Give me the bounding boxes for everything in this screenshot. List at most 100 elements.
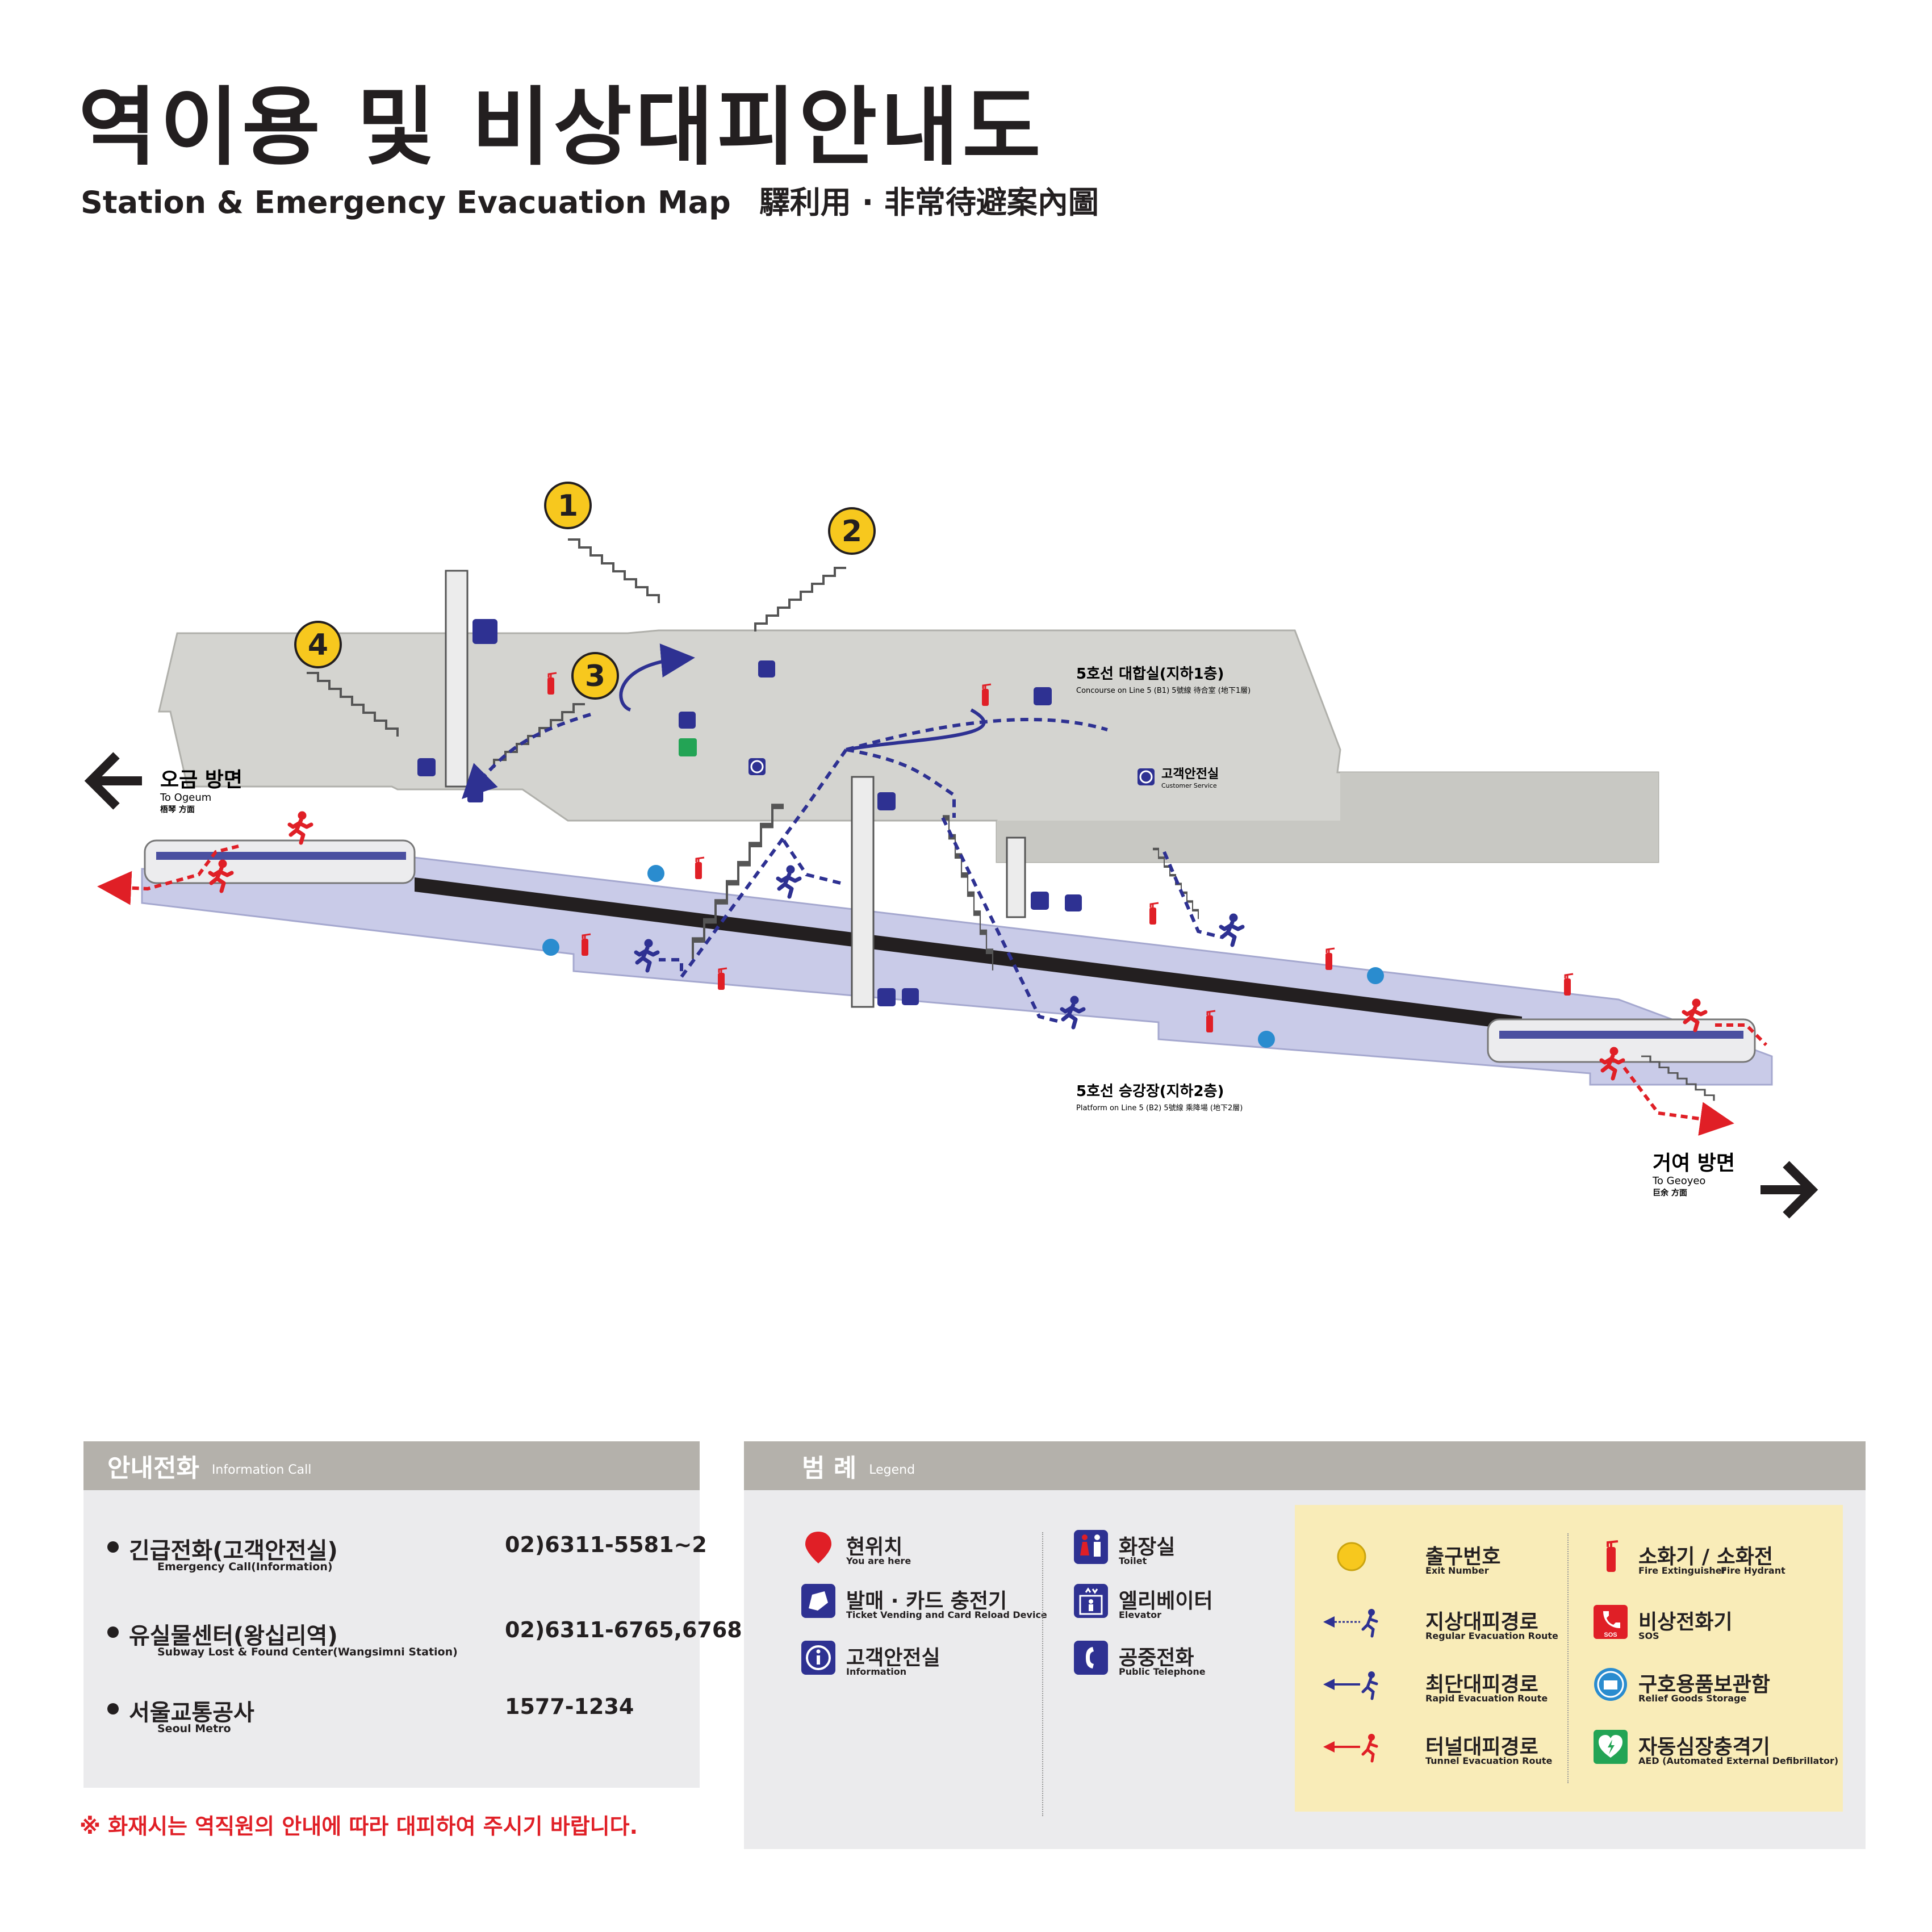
legend-header: 범 례 Legend [744, 1441, 1866, 1490]
legend-label-en: Elevator [1119, 1609, 1162, 1620]
platform-label-en: Platform on Line 5 (B2) 5號線 乘降場 (地下2層) [1076, 1103, 1243, 1113]
track [415, 877, 1522, 1031]
legend-label: 엘리베이터 [1119, 1590, 1213, 1613]
legend-label-en: Toilet [1119, 1555, 1147, 1566]
relief-goods-icon [542, 939, 559, 956]
info-row-number: 02)6311-6765,6768 [505, 1617, 742, 1642]
bullet [107, 1541, 119, 1553]
tunnel-evacuation-route [97, 844, 239, 905]
information-glyph [1139, 770, 1153, 784]
telephone-icon [758, 660, 775, 678]
legend-label-en: You are here [846, 1555, 911, 1566]
direction-left-label: 오금 방면 [160, 768, 242, 792]
location-pin-icon [805, 1532, 831, 1563]
stair-exit-1 [567, 538, 660, 604]
relief-goods-icon [1367, 967, 1384, 984]
exit-number-badge: 4 [294, 621, 342, 668]
exit-number-badge: 3 [571, 652, 619, 700]
aed-icon [679, 738, 697, 756]
arrow-right-icon [1760, 1161, 1818, 1219]
legend-label-en: SOS [1638, 1630, 1659, 1641]
train-left [144, 839, 416, 884]
info-row-number: 02)6311-5581~2 [505, 1532, 707, 1557]
elevator-icon [877, 988, 896, 1006]
relief-goods-icon [647, 865, 664, 882]
telephone-icon [902, 988, 919, 1005]
customer-service-label-en: Customer Service [1161, 782, 1217, 789]
legend-label-en: Relief Goods Storage [1638, 1693, 1747, 1704]
concourse-floor-right [997, 772, 1658, 862]
telephone-icon [1065, 894, 1082, 911]
subtitle-english: Station & Emergency Evacuation Map [81, 185, 731, 220]
elevator-icon [1031, 892, 1049, 910]
legend-label: 공중전화 [1119, 1646, 1194, 1670]
legend-label-en: AED (Automated External Defibrillator) [1638, 1755, 1839, 1766]
information-glyph [750, 760, 764, 773]
legend-label: 화장실 [1119, 1536, 1176, 1559]
legend-label: 터널대피경로 [1425, 1736, 1538, 1759]
legend-label-en: Tunnel Evacuation Route [1425, 1755, 1553, 1766]
direction-right-label-en: To Geoyeo [1652, 1175, 1705, 1187]
runner-icon [778, 865, 800, 897]
customer-service-label: 고객안전실 [1161, 767, 1219, 781]
evacuation-route [462, 713, 591, 799]
elevator-icon [1074, 1584, 1108, 1618]
fire-extinguisher-icon [1607, 1540, 1619, 1572]
elevator-icon [417, 758, 436, 776]
direction-right-label-hanja: 巨余 方面 [1653, 1188, 1687, 1198]
sos-phone-icon: SOS [1594, 1605, 1628, 1639]
exit-number-badge: 1 [544, 482, 592, 529]
legend-label: 구호용품보관함 [1638, 1673, 1770, 1696]
concourse-label-en: Concourse on Line 5 (B1) 5號線 待合室 (地下1層) [1076, 686, 1251, 695]
relief-goods-icon [1258, 1031, 1275, 1048]
toilet-icon [472, 619, 497, 644]
tunnel-evacuation-route-icon [1323, 1734, 1378, 1763]
legend-label: 자동심장충격기 [1638, 1736, 1770, 1759]
platform-floor [141, 856, 1773, 1086]
info-row-label: 서울교통공사 [129, 1700, 254, 1726]
legend-label-en: Information [846, 1666, 907, 1677]
station-map: 1 2 3 4 5호선 대합실(지하1층) Concourse on Line … [84, 482, 1818, 1219]
direction-right-label: 거여 방면 [1653, 1152, 1735, 1175]
toilet-icon [1074, 1530, 1108, 1564]
legend-label-en: Ticket Vending and Card Reload Device [846, 1609, 1047, 1620]
legend-label: 최단대피경로 [1425, 1673, 1538, 1696]
direction-left-label-hanja: 梧琴 方面 [160, 805, 195, 814]
info-row-label: 유실물센터(왕십리역) [129, 1623, 338, 1649]
direction-left: 오금 방면 To Ogeum 梧琴 方面 [84, 752, 242, 814]
elevator-shaft-left [445, 570, 469, 788]
elevator-shaft-right [1006, 837, 1026, 918]
exit-number-label: 3 [585, 659, 605, 693]
escalator-icon [467, 787, 483, 802]
regular-evacuation-route-icon [1323, 1609, 1378, 1638]
aed-icon [1594, 1730, 1628, 1764]
legend-title-en: Legend [869, 1462, 915, 1477]
subtitle-hanja: 驛利用 · 非常待避案內圖 [759, 185, 1099, 220]
legend-divider [1567, 1533, 1570, 1783]
ticket-machine-icon [679, 712, 696, 729]
platform-label: 5호선 승강장(지하2층) [1076, 1083, 1224, 1100]
direction-right: 거여 방면 To Geoyeo 巨余 方面 [1652, 1152, 1818, 1219]
information-call-title: 안내전화 [107, 1454, 199, 1483]
legend-label: 비상전화기 [1638, 1611, 1733, 1634]
evacuation-route [846, 718, 1108, 751]
rapid-evacuation-route [846, 708, 986, 751]
runner-icon [290, 812, 311, 843]
page-subtitle: Station & Emergency Evacuation Map 驛利用 · … [81, 187, 1127, 218]
info-row-label: 긴급전화(고객안전실) [129, 1538, 338, 1564]
info-row-label-en: Emergency Call(Information) [157, 1561, 333, 1573]
evacuation-route [659, 748, 956, 982]
legend-divider [1042, 1532, 1044, 1816]
evacuation-route [1162, 851, 1222, 939]
bullet [107, 1703, 119, 1714]
legend-title: 범 례 [802, 1454, 857, 1483]
rapid-evacuation-route-icon [1323, 1671, 1378, 1700]
info-row-number: 1577-1234 [505, 1694, 634, 1719]
legend-label: 발매 · 카드 충전기 [846, 1590, 1007, 1613]
evacuation-route [782, 839, 841, 885]
relief-goods-icon [1594, 1668, 1627, 1701]
info-row-label-en: Seoul Metro [157, 1722, 231, 1735]
legend-label-en: Fire Extinguisher [1638, 1565, 1726, 1576]
legend-label-en: Regular Evacuation Route [1425, 1630, 1558, 1641]
exit-number-label: 4 [308, 628, 328, 662]
